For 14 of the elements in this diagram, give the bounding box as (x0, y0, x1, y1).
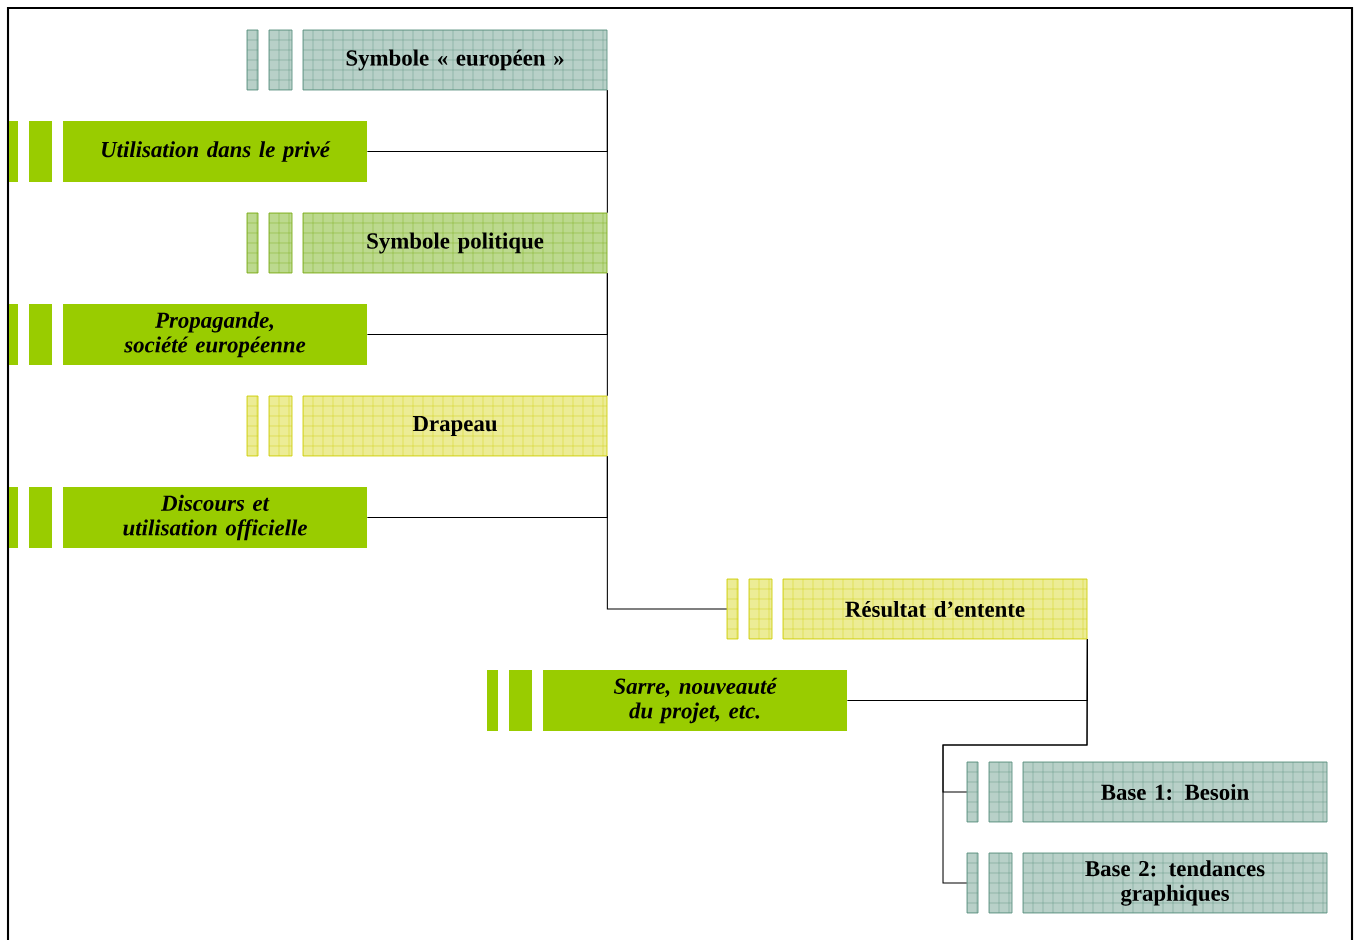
bar-node: Drapeau (246, 395, 608, 457)
bar-node: Discours et utilisation officielle (9, 487, 367, 548)
bar-node: Propagande, société européenne (9, 304, 367, 365)
connector-line (606, 89, 608, 214)
bar-node: Utilisation dans le privé (9, 121, 367, 182)
connector-line (942, 638, 1088, 884)
bar-node: Symbole politique (246, 212, 608, 274)
connector-line (606, 455, 728, 610)
bar-node: Sarre, nouveauté du projet, etc. (487, 670, 847, 731)
bar-node: Symbole « européen » (246, 29, 608, 91)
bar-node: Résultat d’entente (726, 578, 1088, 640)
connector-line (606, 272, 608, 397)
bar-node: Base 1: Besoin (966, 761, 1328, 823)
bar-node: Base 2: tendances graphiques (966, 852, 1328, 914)
